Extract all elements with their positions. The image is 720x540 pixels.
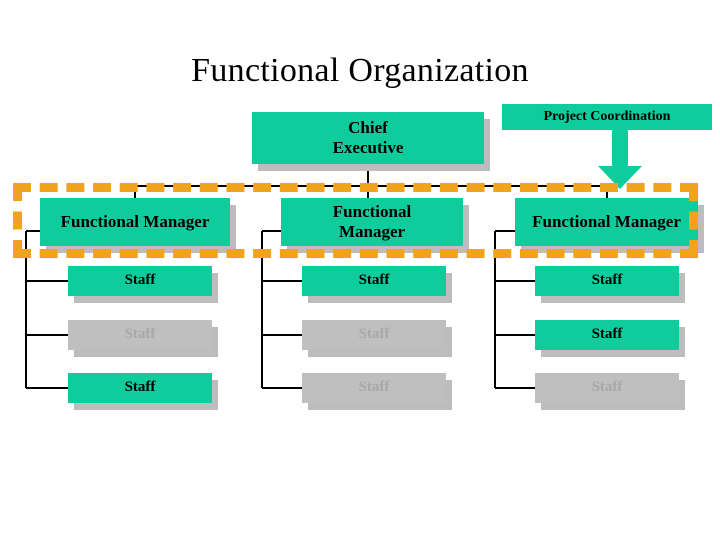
functional-manager-2-line-2: Manager <box>338 222 406 241</box>
node-staff-3-1[interactable]: Staff <box>535 266 685 303</box>
node-label: Staff <box>358 379 390 396</box>
node-label: Staff <box>124 272 156 289</box>
node-label: Functional Manager <box>329 202 415 242</box>
project-coordination-arrow-icon <box>598 130 642 189</box>
node-face <box>302 320 446 350</box>
node-face <box>535 266 679 296</box>
chief-executive-line-1: Chief <box>348 117 388 137</box>
node-face <box>515 198 698 246</box>
node-face <box>68 373 212 403</box>
node-label: Staff <box>591 379 623 396</box>
node-face <box>535 320 679 350</box>
node-label: Functional Manager <box>57 212 214 232</box>
node-label: Functional Manager <box>528 212 685 232</box>
node-staff-3-3[interactable]: Staff <box>535 373 685 410</box>
node-functional-manager-3[interactable]: Functional Manager <box>515 198 704 253</box>
node-staff-1-3[interactable]: Staff <box>68 373 218 410</box>
functional-manager-1-line-1: Functional Manager <box>60 211 210 231</box>
node-label: Staff <box>591 272 623 289</box>
node-staff-3-2[interactable]: Staff <box>535 320 685 357</box>
chief-executive-line-2: Executive <box>332 138 404 157</box>
node-functional-manager-2[interactable]: Functional Manager <box>281 198 469 253</box>
node-functional-manager-1[interactable]: Functional Manager <box>40 198 236 253</box>
node-face <box>302 373 446 403</box>
node-project-coordination[interactable]: Project Coordination <box>502 104 712 130</box>
node-label: Staff <box>358 326 390 343</box>
node-label: Chief Executive <box>329 118 408 158</box>
node-staff-1-1[interactable]: Staff <box>68 266 218 303</box>
node-face <box>302 266 446 296</box>
page-title: Functional Organization <box>191 52 529 89</box>
node-label: Staff <box>124 379 156 396</box>
node-face <box>502 104 712 130</box>
node-staff-2-2[interactable]: Staff <box>302 320 452 357</box>
project-coordination-label: Project Coordination <box>543 108 671 124</box>
node-staff-2-1[interactable]: Staff <box>302 266 452 303</box>
node-face <box>68 266 212 296</box>
node-face <box>252 112 484 164</box>
node-face <box>281 198 463 246</box>
functional-manager-2-line-1: Functional <box>332 201 412 221</box>
node-staff-2-3[interactable]: Staff <box>302 373 452 410</box>
node-chief-executive[interactable]: Chief Executive <box>252 112 490 171</box>
node-face <box>40 198 230 246</box>
node-label: Staff <box>591 326 623 343</box>
node-face <box>535 373 679 403</box>
node-label: Staff <box>124 326 156 343</box>
node-staff-1-2[interactable]: Staff <box>68 320 218 357</box>
node-label: Staff <box>358 272 390 289</box>
functional-manager-3-line-1: Functional Manager <box>532 211 681 231</box>
node-face <box>68 320 212 350</box>
